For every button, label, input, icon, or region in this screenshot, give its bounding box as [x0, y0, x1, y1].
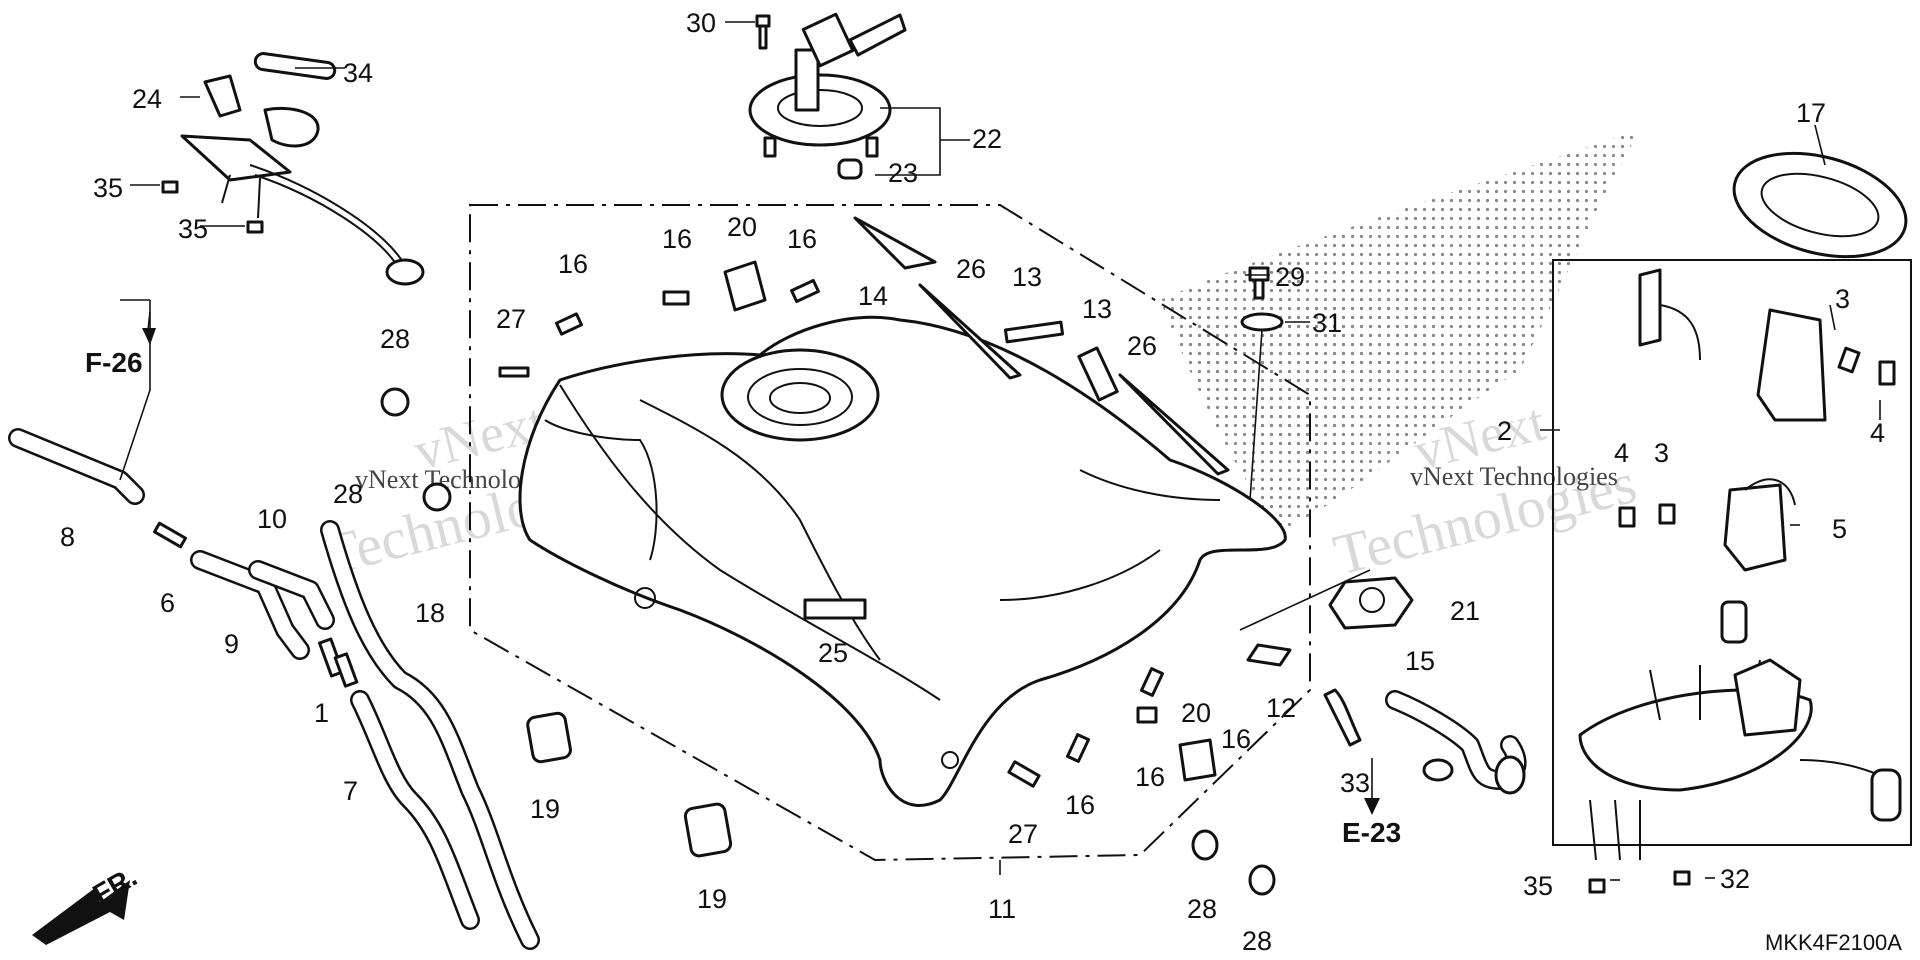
callout-28: 28 [380, 324, 410, 354]
callout-10: 10 [257, 504, 287, 534]
hose-8 [8, 428, 145, 505]
filler-cap-assembly [748, 12, 907, 158]
bolt-29 [1248, 266, 1270, 300]
diagram-code: MKK4F2100A [1765, 930, 1902, 955]
grommet-28-left [380, 387, 452, 512]
callout-19: 19 [697, 884, 727, 914]
callout-35: 35 [93, 173, 123, 203]
callout-4: 4 [1870, 418, 1885, 448]
callout-20: 20 [727, 212, 757, 242]
ref-f26: F-26 [85, 347, 143, 378]
callout-1: 1 [314, 698, 329, 728]
fuel-hose-15 [1385, 690, 1527, 795]
callout-16: 16 [662, 224, 692, 254]
e23-arrow [1364, 758, 1380, 815]
callout-19: 19 [530, 794, 560, 824]
callout-21: 21 [1450, 596, 1480, 626]
clip-27-top [498, 366, 530, 378]
fuel-tank [518, 315, 1287, 807]
callout-26: 26 [1127, 331, 1157, 361]
callout-18: 18 [415, 598, 445, 628]
damper-20 [723, 260, 1217, 782]
wing-logo-background [1160, 130, 1640, 530]
callout-35: 35 [1523, 871, 1553, 901]
grommet-28-bottom [1191, 829, 1276, 896]
callout-5: 5 [1832, 514, 1847, 544]
callout-16: 16 [1221, 724, 1251, 754]
collar-23 [837, 158, 863, 180]
callout-16: 16 [787, 224, 817, 254]
callout-31: 31 [1312, 308, 1342, 338]
rubber-19 [526, 711, 733, 858]
callout-8: 8 [60, 522, 75, 552]
callout-23: 23 [888, 158, 918, 188]
seal-16 [554, 278, 1165, 763]
hose-9-10 [190, 550, 335, 660]
hose-18 [320, 520, 540, 950]
callout-27: 27 [1008, 819, 1038, 849]
canister-21 [1328, 576, 1414, 630]
callout-20: 20 [1181, 698, 1211, 728]
fuel-pump-assembly [1578, 268, 1902, 894]
washer-31 [1240, 312, 1284, 332]
callout-22: 22 [972, 124, 1002, 154]
callout-numbers: 30 34 24 35 35 22 23 17 16 16 20 16 14 2… [60, 8, 1885, 956]
callout-11: 11 [988, 894, 1016, 924]
callout-9: 9 [224, 629, 239, 659]
tank-group-boundary [469, 204, 1311, 862]
callout-4: 4 [1614, 438, 1629, 468]
callout-7: 7 [343, 776, 358, 806]
clip-1 [318, 637, 359, 688]
callout-13: 13 [1082, 294, 1112, 324]
f26-arrow [142, 311, 156, 345]
clip-33 [1323, 688, 1362, 747]
ref-e23: E-23 [1342, 817, 1401, 848]
hose-7 [350, 690, 480, 930]
callout-34: 34 [343, 58, 373, 88]
callout-16: 16 [558, 249, 588, 279]
callout-35: 35 [178, 214, 208, 244]
callout-17: 17 [1796, 98, 1826, 128]
callout-6: 6 [160, 588, 175, 618]
callout-16: 16 [1135, 762, 1165, 792]
callout-12: 12 [1266, 693, 1296, 723]
fuel-pump-group-box [1552, 259, 1912, 846]
callout-27: 27 [496, 304, 526, 334]
callout-25: 25 [818, 638, 848, 668]
callout-15: 15 [1405, 646, 1435, 676]
watermark-inline-right: vNext Technologies [1410, 462, 1618, 491]
callout-26: 26 [956, 254, 986, 284]
fuel-level-sensor [180, 52, 425, 286]
callout-32: 32 [1720, 864, 1750, 894]
callout-2: 2 [1497, 416, 1512, 446]
callout-29: 29 [1275, 262, 1305, 292]
callout-33: 33 [1340, 768, 1370, 798]
callout-14: 14 [858, 281, 888, 311]
callout-16: 16 [1065, 790, 1095, 820]
callout-28: 28 [333, 479, 363, 509]
front-arrow-icon [32, 880, 130, 945]
labels-14-26-13 [803, 216, 1292, 788]
callout-30: 30 [686, 8, 716, 38]
callout-3: 3 [1835, 284, 1850, 314]
setting-ring-17 [1732, 151, 1908, 259]
bolt-30 [755, 14, 771, 50]
nut-35-top [161, 180, 264, 234]
callout-28: 28 [1242, 926, 1272, 956]
callout-3: 3 [1654, 438, 1669, 468]
clip-6 [153, 521, 187, 549]
callout-13: 13 [1012, 262, 1042, 292]
callout-24: 24 [132, 84, 162, 114]
callout-28: 28 [1187, 894, 1217, 924]
